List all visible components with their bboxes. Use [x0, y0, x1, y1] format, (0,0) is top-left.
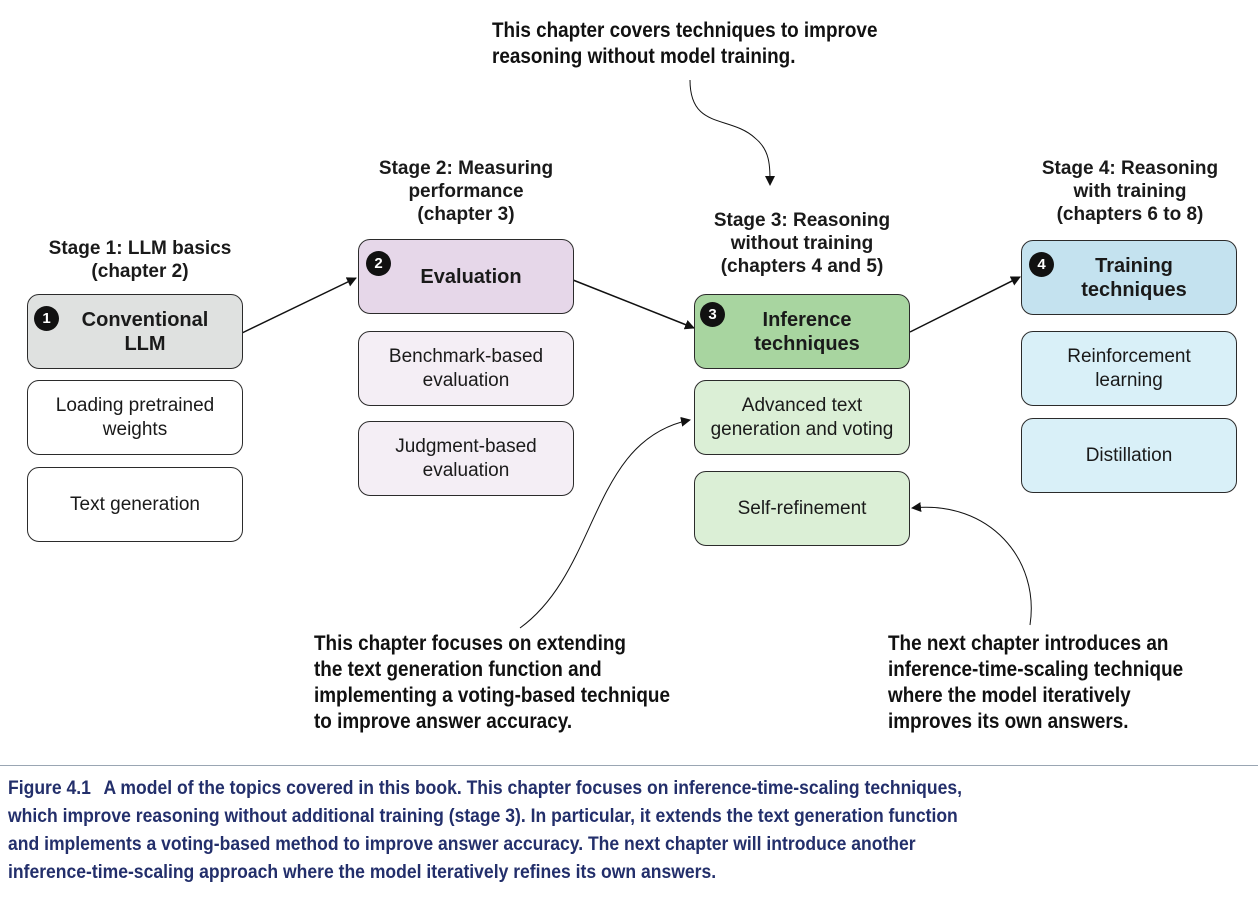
caption-line: and implements a voting-based method to … — [8, 833, 916, 855]
stage-heading-line: performance — [408, 181, 524, 202]
stage4-heading: Stage 4: Reasoning with training (chapte… — [1010, 157, 1250, 226]
stage-heading-line: Stage 4: Reasoning — [1041, 158, 1219, 179]
stage-heading-line: with training — [1073, 181, 1187, 202]
sub-box-line: Benchmark-based — [388, 345, 544, 367]
sub-box-line: Advanced text — [741, 394, 863, 416]
stage3-sub-self-refinement: Self-refinement — [694, 471, 910, 546]
stage2-sub-judgment: Judgment-based evaluation — [358, 421, 574, 496]
stage2-main-box: Evaluation — [358, 239, 574, 314]
stage-heading-line: without training — [730, 233, 874, 254]
sub-box-line: Loading pretrained — [55, 394, 215, 416]
stage2-heading: Stage 2: Measuring performance (chapter … — [346, 157, 586, 226]
arrow-stage3-to-stage4 — [909, 276, 1021, 333]
stage-heading-line: (chapter 2) — [91, 261, 189, 282]
stage1-main-text: Conventional LLM — [62, 308, 209, 356]
sub-box-line: evaluation — [422, 459, 510, 481]
main-box-line: LLM — [124, 332, 166, 355]
sub-box-line: learning — [1095, 369, 1163, 391]
stage-heading-line: Stage 1: LLM basics — [48, 238, 232, 259]
stage1-sub-text-generation: Text generation — [27, 467, 243, 542]
stage2-number-badge: 2 — [366, 251, 391, 276]
main-box-line: techniques — [754, 332, 860, 355]
bottom-left-note: This chapter focuses on extending the te… — [314, 631, 670, 735]
sub-box-line: Text generation — [70, 493, 200, 515]
caption-line: which improve reasoning without addition… — [8, 805, 958, 827]
stage-heading-line: Stage 3: Reasoning — [713, 210, 891, 231]
arrow-stage2-to-stage3 — [572, 279, 695, 330]
main-box-line: Conventional — [81, 308, 209, 331]
stage3-main-box: Inference techniques — [694, 294, 910, 369]
caption-text: A model of the topics covered in this bo… — [103, 777, 962, 799]
note-line: The next chapter introduces an — [888, 632, 1169, 655]
stage1-main-box: Conventional LLM — [27, 294, 243, 369]
stage3-heading: Stage 3: Reasoning without training (cha… — [682, 209, 922, 278]
top-note-line: reasoning without model training. — [492, 45, 796, 68]
stage4-sub-distillation: Distillation — [1021, 418, 1237, 493]
sub-box-line: Distillation — [1085, 444, 1173, 466]
stage1-sub-loading-weights: Loading pretrained weights — [27, 380, 243, 455]
sub-box-line: weights — [102, 418, 168, 440]
caption-divider — [0, 765, 1258, 766]
note-line: to improve answer accuracy. — [314, 710, 573, 733]
curve-right-note-arrow — [911, 502, 1032, 626]
top-note: This chapter covers techniques to improv… — [492, 18, 877, 70]
stage2-sub-benchmark: Benchmark-based evaluation — [358, 331, 574, 406]
note-line: inference-time-scaling technique — [888, 658, 1184, 681]
caption-line: inference-time-scaling approach where th… — [8, 861, 717, 883]
sub-box-line: Self-refinement — [737, 497, 867, 519]
stage1-heading: Stage 1: LLM basics (chapter 2) — [20, 237, 260, 283]
note-line: improves its own answers. — [888, 710, 1129, 733]
curve-left-note-arrow — [519, 416, 691, 629]
stage3-number-badge: 3 — [700, 302, 725, 327]
sub-box-line: Judgment-based — [395, 435, 537, 457]
arrow-stage1-to-stage2 — [241, 277, 357, 334]
main-box-line: Evaluation — [420, 265, 522, 288]
stage4-main-box: Training techniques — [1021, 240, 1237, 315]
stage3-sub-advanced-text-generation: Advanced text generation and voting — [694, 380, 910, 455]
main-box-line: Training — [1095, 254, 1173, 277]
main-box-line: Inference — [762, 308, 852, 331]
stage4-number-badge: 4 — [1029, 252, 1054, 277]
note-line: This chapter focuses on extending — [314, 632, 626, 655]
sub-box-line: Reinforcement — [1067, 345, 1191, 367]
top-note-line: This chapter covers techniques to improv… — [492, 19, 878, 42]
sub-box-line: generation and voting — [710, 418, 894, 440]
stage-heading-line: (chapter 3) — [417, 204, 515, 225]
stage-heading-line: (chapters 4 and 5) — [720, 256, 884, 277]
curve-top-note-arrow — [689, 79, 775, 186]
figure-caption: Figure 4.1 A model of the topics covered … — [8, 774, 1232, 886]
caption-line: Figure 4.1 A model of the topics covered … — [8, 774, 1232, 802]
note-line: where the model iteratively — [888, 684, 1131, 707]
bottom-right-note: The next chapter introduces an inference… — [888, 631, 1183, 735]
note-line: implementing a voting-based technique — [314, 684, 670, 707]
stage4-sub-reinforcement-learning: Reinforcement learning — [1021, 331, 1237, 406]
figure-label: Figure 4.1 — [8, 777, 91, 799]
main-box-line: techniques — [1081, 278, 1187, 301]
stage-heading-line: (chapters 6 to 8) — [1056, 204, 1204, 225]
stage-heading-line: Stage 2: Measuring — [378, 158, 554, 179]
sub-box-line: evaluation — [422, 369, 510, 391]
note-line: the text generation function and — [314, 658, 602, 681]
stage1-number-badge: 1 — [34, 306, 59, 331]
